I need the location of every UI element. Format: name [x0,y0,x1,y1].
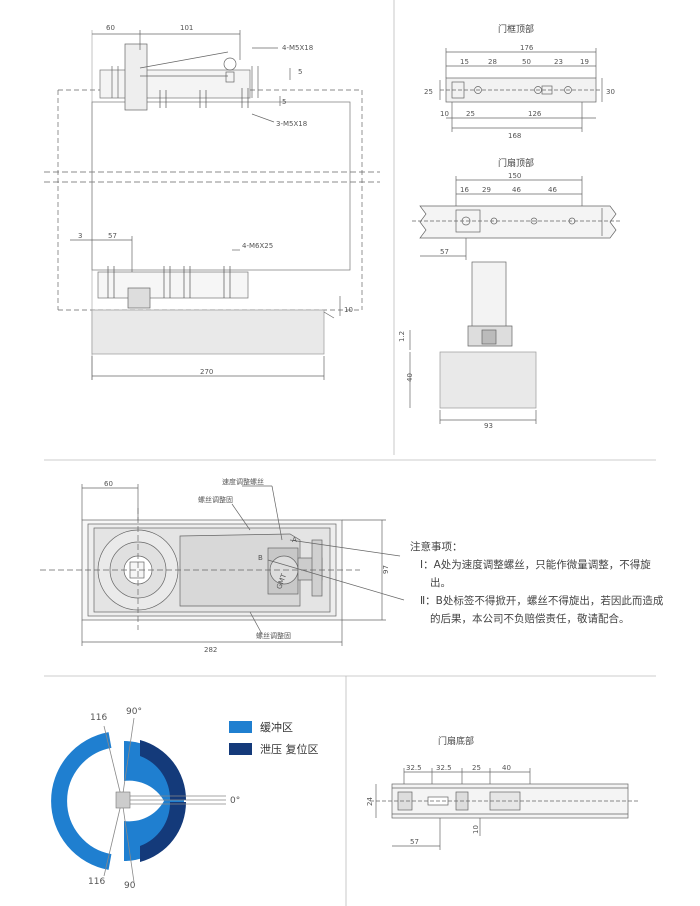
dim-label: 5 [298,68,302,76]
note-item-1: Ⅰ：A处为速度调整螺丝，只能作微量调整，不得旋出。 [420,559,651,589]
dim-label: 150 [508,172,521,180]
dim-label: 15 [460,58,469,66]
notes-title: 注意事项： [410,541,463,553]
notes-block: 注意事项： Ⅰ：A处为速度调整螺丝，只能作微量调整，不得旋出。 Ⅱ：B处标签不得… [410,538,670,628]
dim-label: 57 [440,248,449,256]
dim-label: 32.5 [436,764,452,772]
frame-top-title: 门框顶部 [498,23,534,35]
angle-label: 116 [88,877,105,887]
section-dividers [44,0,656,906]
leaf-bottom-title: 门扇底部 [438,735,474,747]
legend-swatch [229,721,252,733]
dim-label: 168 [508,132,521,140]
dim-label: 282 [204,646,217,654]
legend-label: 泄压 复位区 [260,743,319,756]
dim-label: 97 [382,565,390,574]
dim-label: 25 [424,88,433,96]
dim-label: 32.5 [406,764,422,772]
dim-label: 5 [282,98,286,106]
dim-label: 57 [410,838,419,846]
dim-label: 24 [366,797,374,806]
side-view [44,30,380,380]
screw-label: 4-M6X25 [242,242,273,250]
legend-item: 泄压 复位区 [229,738,319,760]
legend-label: 缓冲区 [260,721,293,734]
angle-diagram: 116 90° 0° 116 90 [51,707,240,891]
screw-adjust-label: 螺丝调整固 [256,631,291,640]
dim-label: 126 [528,110,542,118]
frame-top-labels: 门框顶部 176 15 28 50 23 19 25 30 10 25 126 … [424,23,615,140]
dim-label: 60 [106,24,115,32]
closer-top-view [40,484,405,646]
dim-label: 10 [344,306,353,314]
dim-label: 3 [78,232,82,240]
angle-label: 90° [126,707,142,717]
dim-label: 176 [520,44,534,52]
dim-label: 50 [522,58,531,66]
angle-label: 90 [124,881,136,891]
note-item-2: Ⅱ：B处标签不得掀开，螺丝不得旋出，若因此而造成的后果，本公司不负赔偿责任，敬请… [420,595,664,625]
side-view-labels: 60 101 4-M5X18 5 5 3-M5X18 3 57 4-M6X25 … [78,24,353,376]
dim-label: 25 [472,764,481,772]
screw-label: 4-M5X18 [282,44,313,52]
dim-label: 29 [482,186,491,194]
dim-label: 19 [580,58,589,66]
legend-swatch [229,743,252,755]
dim-label: 16 [460,186,469,194]
dim-label: 25 [466,110,475,118]
screw-label: 3-M5X18 [276,120,307,128]
leaf-top-title: 门扇顶部 [498,157,534,169]
dim-label: 60 [104,480,113,488]
frame-top-view [439,48,603,132]
dim-label: 46 [548,186,557,194]
leaf-top-view [409,176,620,424]
angle-label: 0° [230,796,240,806]
dim-label: 57 [108,232,117,240]
dim-label: 40 [502,764,511,772]
dim-label: 46 [512,186,521,194]
dim-label: 1.2 [398,331,406,342]
leaf-top-labels: 门扇顶部 150 16 29 46 46 57 1.2 40 93 [398,157,557,430]
dim-label: 23 [554,58,563,66]
dim-label: 10 [440,110,449,118]
speed-screw-label: 速度调整螺丝 [222,477,264,486]
point-a-label: A [292,536,297,544]
dim-label: 101 [180,24,193,32]
legend-item: 缓冲区 [229,716,319,738]
screw-adjust-label: 螺丝调整固 [198,495,233,504]
leaf-bottom-view [370,768,640,850]
dim-label: 28 [488,58,497,66]
dim-label: 40 [406,373,414,382]
point-b-label: B [258,554,263,562]
angle-label: 116 [90,713,107,723]
dim-label: 10 [472,825,480,834]
dim-label: 270 [200,368,213,376]
leaf-bottom-labels: 门扇底部 32.5 32.5 25 40 24 57 10 [366,735,511,846]
dim-label: 30 [606,88,615,96]
angle-legend: 缓冲区 泄压 复位区 [229,716,319,760]
dim-label: 93 [484,422,493,430]
